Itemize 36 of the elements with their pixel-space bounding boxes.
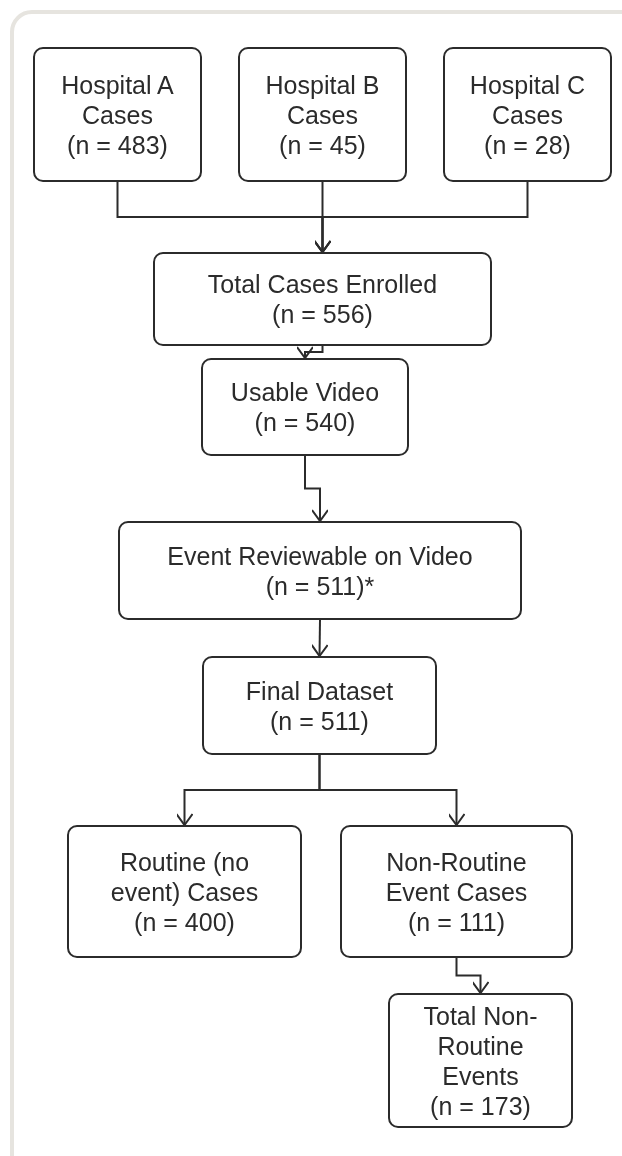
process-box	[118, 521, 522, 620]
arrow	[313, 181, 529, 253]
box-title: Hospital C Cases	[468, 69, 587, 130]
process-box	[443, 47, 612, 182]
process-box	[340, 825, 573, 958]
case-count: (n = 556)	[272, 299, 373, 329]
box-title: Hospital A Cases	[60, 69, 175, 130]
box-title: Final Dataset	[245, 675, 394, 706]
box-title: Event Reviewable on Video	[167, 540, 473, 571]
process-box	[201, 358, 409, 456]
process-box	[202, 656, 437, 755]
case-count: (n = 511)*	[265, 570, 375, 601]
case-count: (n = 173)	[430, 1090, 531, 1121]
case-count: (n = 45)	[279, 129, 366, 160]
process-box	[67, 825, 302, 958]
arrow	[318, 754, 466, 826]
case-count: (n = 483)	[67, 129, 168, 160]
case-count: (n = 511)	[270, 705, 369, 736]
arrow	[296, 345, 324, 359]
process-box	[388, 993, 573, 1128]
arrow	[455, 957, 490, 994]
case-count: (n = 111)	[407, 906, 505, 937]
box-title: Total Non-Routine Events	[422, 1000, 539, 1091]
process-box	[153, 252, 492, 346]
case-count: (n = 540)	[254, 407, 356, 437]
arrow	[310, 619, 329, 657]
box-title: Non-Routine Event Cases	[384, 846, 529, 907]
case-count: (n = 400)	[134, 906, 235, 937]
arrow	[304, 455, 329, 522]
process-box	[238, 47, 407, 182]
process-box	[33, 47, 202, 182]
box-title: Usable Video	[230, 377, 380, 407]
case-count: (n = 28)	[484, 129, 571, 160]
box-title: Total Cases Enrolled	[207, 269, 438, 299]
box-title: Routine (no event) Cases	[109, 846, 260, 907]
box-title: Hospital B Cases	[264, 69, 381, 130]
